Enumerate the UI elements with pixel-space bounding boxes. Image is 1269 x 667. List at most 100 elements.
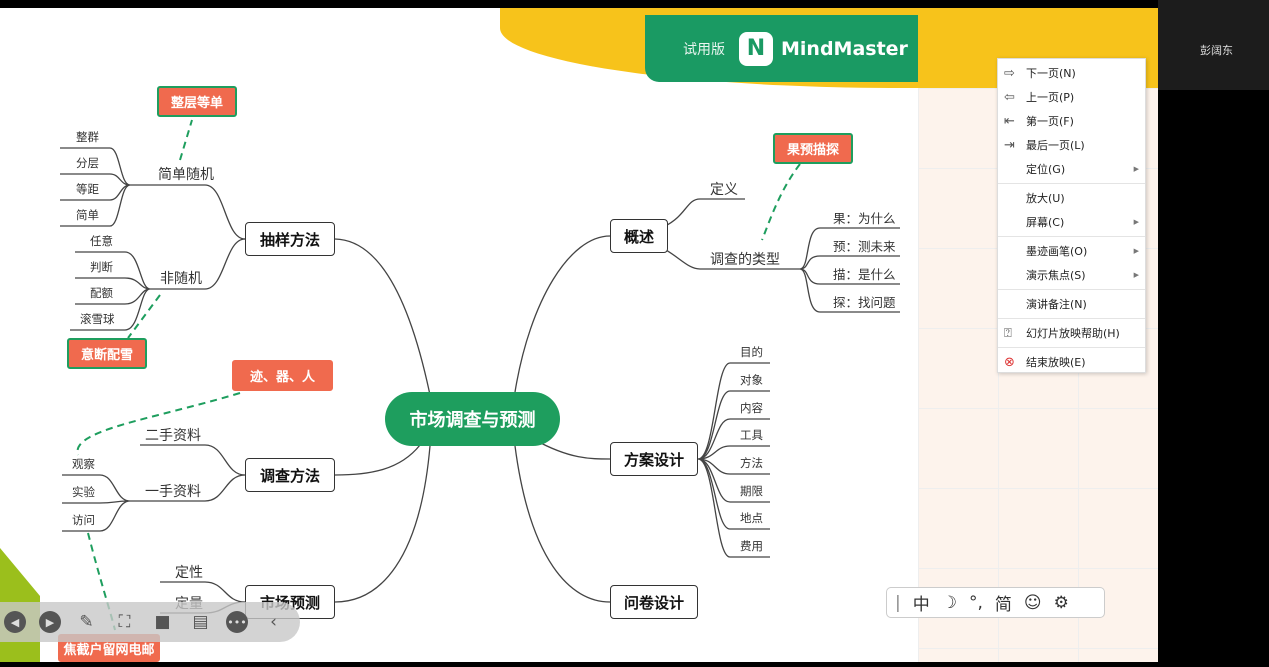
- next-icon[interactable]: ▶: [39, 611, 61, 633]
- menu-item-first[interactable]: ⇤第一页(F): [998, 109, 1145, 133]
- leaf[interactable]: 滚雪球: [80, 312, 115, 326]
- camera-icon[interactable]: ■: [154, 612, 171, 632]
- leaf[interactable]: 访问: [72, 513, 95, 527]
- leaf[interactable]: 地点: [740, 511, 763, 525]
- menu-label: 上一页(P): [1026, 91, 1075, 104]
- menu-label: 定位(G): [1026, 163, 1066, 176]
- topic-survey-method[interactable]: 调查方法: [245, 458, 335, 492]
- leaf[interactable]: 费用: [740, 539, 763, 553]
- menu-label: 屏幕(C): [1026, 216, 1065, 229]
- collapse-icon[interactable]: ‹: [270, 612, 277, 632]
- leaf[interactable]: 方法: [740, 456, 763, 470]
- leaf[interactable]: 分层: [76, 156, 99, 170]
- leaf[interactable]: 内容: [740, 401, 763, 415]
- menu-label: 放大(U): [1026, 192, 1065, 205]
- leaf[interactable]: 目的: [740, 345, 763, 359]
- subtopic[interactable]: 定义: [710, 182, 738, 198]
- drag-handle[interactable]: |: [895, 592, 901, 613]
- central-topic[interactable]: 市场调查与预测: [385, 392, 560, 446]
- callout[interactable]: 果预描探: [773, 133, 853, 164]
- leaf[interactable]: 判断: [90, 260, 113, 274]
- menu-item-ink[interactable]: 墨迹画笔(O)▶: [998, 239, 1145, 263]
- menu-item-last[interactable]: ⇥ 最后一页(L): [998, 133, 1145, 157]
- menu-item-help[interactable]: ⍰ 幻灯片放映帮助(H): [998, 321, 1145, 345]
- presentation-toolbar: ◀ ▶ ✎ ⛶ ■ ▤ ••• ‹: [0, 602, 300, 642]
- divider: [998, 318, 1145, 319]
- pen-icon[interactable]: ✎: [79, 612, 94, 632]
- screenshot-icon[interactable]: ⛶: [118, 612, 131, 632]
- leaf[interactable]: 简单: [76, 208, 99, 222]
- subtopic[interactable]: 二手资料: [145, 428, 201, 444]
- menu-item-end[interactable]: ⊗ 结束放映(E): [998, 350, 1145, 374]
- menu-label: 结束放映(E): [1026, 356, 1086, 369]
- menu-item-goto[interactable]: 定位(G) ▶: [998, 157, 1145, 181]
- end-show-icon: ⊗: [1004, 354, 1015, 370]
- leaf[interactable]: 整群: [76, 130, 99, 144]
- brand-name: MindMaster: [781, 37, 908, 60]
- participant-panel: [1158, 0, 1269, 90]
- callout[interactable]: 意断配雪: [67, 338, 147, 369]
- comment-icon[interactable]: ▤: [192, 612, 209, 632]
- topic-sampling[interactable]: 抽样方法: [245, 222, 335, 256]
- menu-item-prev[interactable]: ⇦ 上一页(P): [998, 85, 1145, 109]
- more-icon[interactable]: •••: [226, 611, 248, 633]
- help-icon: ⍰: [1004, 325, 1012, 341]
- submenu-arrow-icon: ▶: [1133, 271, 1139, 279]
- menu-label: 下一页(N): [1026, 67, 1076, 80]
- menu-item-zoom[interactable]: 放大(U): [998, 186, 1145, 210]
- punctuation-toggle[interactable]: °,: [968, 592, 983, 613]
- leaf[interactable]: 观察: [72, 457, 95, 471]
- leaf[interactable]: 任意: [90, 234, 113, 248]
- leaf[interactable]: 描：是什么: [833, 267, 896, 282]
- trial-label: 试用版: [683, 41, 725, 58]
- arrow-right-icon: ⇨: [1004, 65, 1015, 81]
- last-page-icon: ⇥: [1004, 137, 1015, 153]
- context-menu: ⇨下一页(N) ⇦上一页(P) ⇤第一页(F) ⇥最后一页(L) 定位(G)▶ …: [997, 58, 1146, 373]
- topic-questionnaire[interactable]: 问卷设计: [610, 585, 698, 619]
- previous-icon[interactable]: ◀: [4, 611, 26, 633]
- ime-chinese-toggle[interactable]: 中: [912, 595, 930, 615]
- menu-label: 第一页(F): [1026, 115, 1074, 128]
- leaf[interactable]: 配额: [90, 286, 113, 300]
- submenu-arrow-icon: ▶: [1133, 165, 1139, 173]
- menu-item-notes[interactable]: 演讲备注(N): [998, 292, 1145, 316]
- topic-plan-design[interactable]: 方案设计: [610, 442, 698, 476]
- topic-overview[interactable]: 概述: [610, 219, 668, 253]
- menu-label: 最后一页(L): [1026, 139, 1085, 152]
- leaf[interactable]: 工具: [740, 428, 763, 442]
- leaf[interactable]: 预：测未来: [833, 239, 896, 254]
- subtopic[interactable]: 调查的类型: [710, 252, 780, 268]
- submenu-arrow-icon: ▶: [1133, 247, 1139, 255]
- leaf[interactable]: 等距: [76, 182, 99, 196]
- menu-item-screen[interactable]: 屏幕(C) ▶: [998, 210, 1145, 234]
- leaf[interactable]: 果：为什么: [833, 211, 896, 226]
- arrow-left-icon: ⇦: [1004, 89, 1015, 105]
- leaf[interactable]: 对象: [740, 373, 763, 387]
- subtopic[interactable]: 一手资料: [145, 484, 201, 500]
- leaf[interactable]: 实验: [72, 485, 95, 499]
- subtopic[interactable]: 非随机: [160, 271, 202, 287]
- callout[interactable]: 整层等单: [157, 86, 237, 117]
- leaf[interactable]: 期限: [740, 484, 763, 498]
- subtopic[interactable]: 定性: [175, 565, 203, 581]
- subtopic[interactable]: 简单随机: [158, 167, 214, 183]
- menu-label: 演示焦点(S): [1026, 269, 1086, 282]
- ime-toolbar: | 中 ☽ °, 简 ☺ ⚙: [886, 587, 1105, 618]
- mindmaster-banner: 试用版 N MindMaster: [645, 15, 918, 82]
- divider: [998, 347, 1145, 348]
- callout[interactable]: 迹、器、人: [232, 360, 333, 391]
- menu-label: 演讲备注(N): [1026, 298, 1087, 311]
- leaf[interactable]: 探：找问题: [833, 295, 896, 310]
- emoji-icon[interactable]: ☺: [1023, 592, 1042, 613]
- divider: [998, 236, 1145, 237]
- submenu-arrow-icon: ▶: [1133, 218, 1139, 226]
- divider: [998, 183, 1145, 184]
- gear-icon[interactable]: ⚙: [1053, 592, 1069, 613]
- menu-item-focus[interactable]: 演示焦点(S) ▶: [998, 263, 1145, 287]
- menu-item-next[interactable]: ⇨ 下一页(N): [998, 61, 1145, 85]
- menu-label: 幻灯片放映帮助(H): [1026, 327, 1120, 340]
- moon-icon[interactable]: ☽: [941, 592, 957, 613]
- divider: [998, 289, 1145, 290]
- simplified-toggle[interactable]: 简: [994, 595, 1012, 615]
